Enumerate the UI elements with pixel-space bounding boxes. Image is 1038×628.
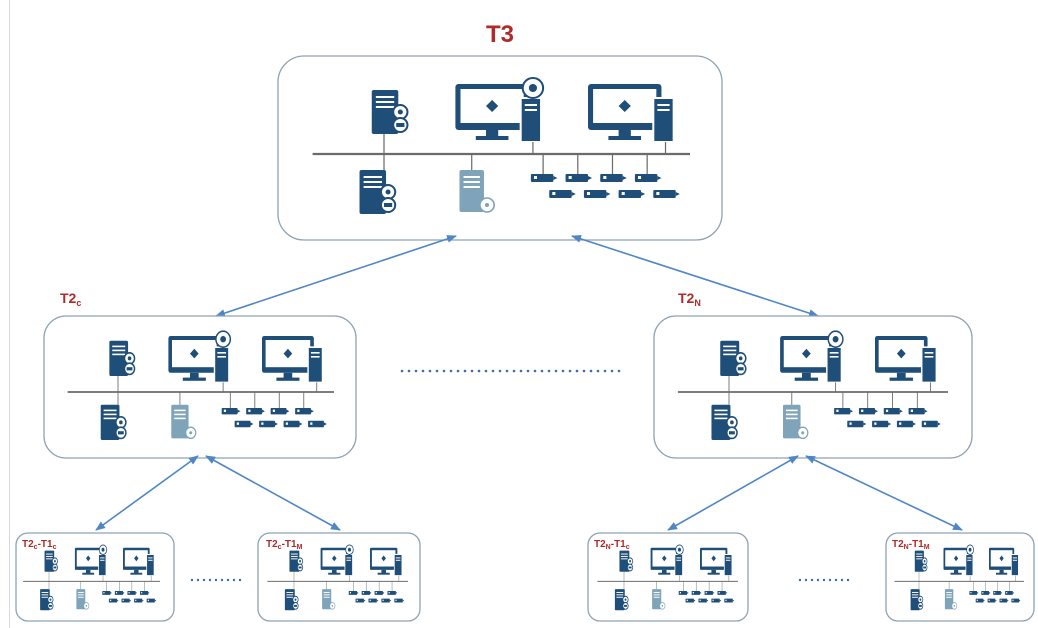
left-divider-line — [9, 0, 10, 628]
tier1-lr-label: T2c-T1M — [266, 539, 303, 551]
tier3-box — [277, 55, 723, 241]
tier2-ellipsis — [400, 369, 621, 373]
tier2-left-label: T2c — [60, 290, 81, 308]
link-t2c-t1c — [95, 455, 199, 531]
tier1-right-ellipsis — [798, 578, 850, 582]
tier1-rr-label: T2N-T1M — [892, 539, 930, 551]
link-t2n-t1m — [805, 455, 963, 531]
tier3-label: T3 — [486, 21, 514, 48]
link-t2c-t1m — [205, 455, 341, 531]
link-t2n-t1c — [667, 455, 799, 531]
link-t3-t2c — [215, 235, 457, 317]
tier1-left-ellipsis — [190, 578, 242, 582]
link-t3-t2n — [571, 234, 819, 318]
tier1-rl-label: T2N-T1c — [594, 539, 630, 551]
tier1-ll-label: T2c-T1c — [22, 539, 57, 551]
tier2-right-label: T2N — [678, 290, 701, 308]
